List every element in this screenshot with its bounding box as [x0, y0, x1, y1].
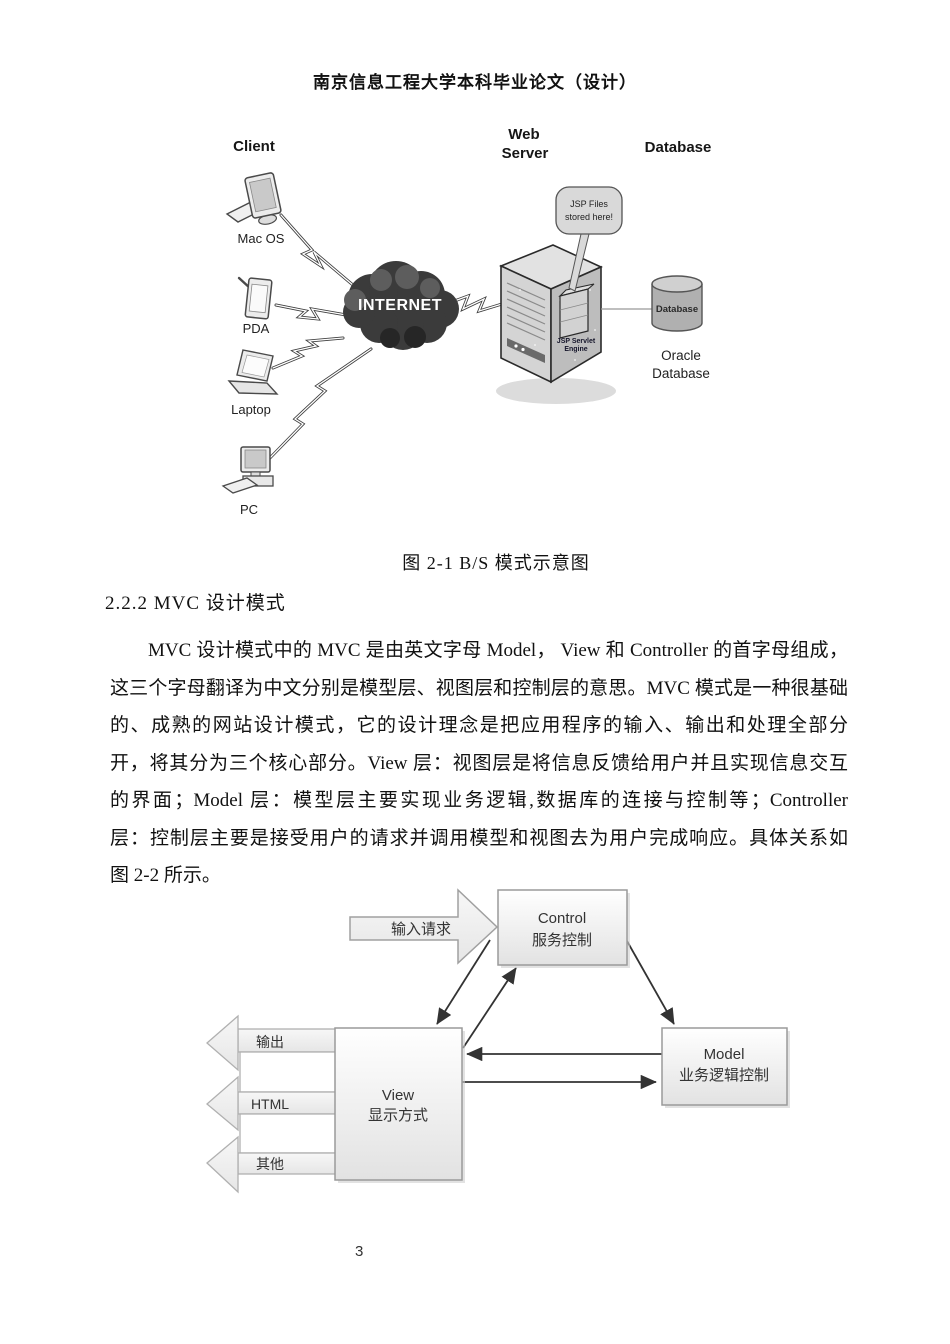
html-arrow-label: HTML — [251, 1096, 289, 1112]
page-header-title: 南京信息工程大学本科毕业论文（设计） — [313, 73, 637, 92]
figure-bs-caption: 图 2-1 B/S 模式示意图 — [402, 553, 590, 573]
section-heading: 2.2.2 MVC 设计模式 — [105, 593, 286, 614]
paragraph-line: MVC 设计模式中的 MVC 是由英文字母 Model， View 和 Cont… — [148, 640, 848, 661]
other-band — [237, 1152, 338, 1175]
view-box-title: View — [382, 1087, 414, 1104]
control-box-title: Control — [538, 910, 586, 927]
cylinder-label: Database — [656, 304, 698, 315]
output-band — [237, 1028, 338, 1053]
bolt-laptop-to-cloud — [271, 336, 345, 370]
jsp-engine-label-line1: JSP Servlet — [557, 338, 596, 345]
model-box-title: Model — [704, 1046, 745, 1063]
paragraph-line: 这三个字母翻译为中文分别是模型层、视图层和控制层的意思。MVC 模式是一种很基础 — [110, 678, 848, 699]
view-box-subtitle: 显示方式 — [368, 1107, 428, 1124]
model-box: Model 业务逻辑控制 — [661, 1027, 790, 1108]
server-vents — [506, 282, 546, 341]
bolt-pc-to-cloud — [265, 347, 373, 463]
arrow-control-to-model — [626, 940, 675, 1025]
server-front-panel — [507, 338, 545, 363]
page-number: 3 — [355, 1243, 364, 1260]
mac-label: Mac OS — [238, 231, 285, 246]
mac-desktop-icon — [225, 172, 282, 225]
webserver-column-title-line2: Server — [502, 145, 549, 162]
spacer-band — [239, 1051, 338, 1093]
output-arrowhead — [206, 1014, 239, 1072]
jsp-files-callout: JSP Files stored here! — [555, 186, 623, 292]
server-shadow — [496, 378, 616, 404]
callout-text-line2: stored here! — [565, 212, 613, 222]
internet-cloud: INTERNET — [343, 261, 459, 350]
paragraph-line: 的界面；Model 层：模型层主要实现业务逻辑,数据库的连接与控制等；Contr… — [110, 790, 848, 811]
bolt-pda-to-cloud — [274, 303, 354, 321]
paragraph-line: 图 2-2 所示。 — [110, 865, 221, 886]
arrow-view-to-control — [462, 967, 517, 1049]
other-arrow-label: 其他 — [256, 1156, 284, 1172]
database-column-title: Database — [645, 139, 712, 156]
mvc-relation-arrows — [436, 939, 675, 1090]
view-box: View 显示方式 — [334, 1027, 465, 1183]
internet-cloud-label: INTERNET — [358, 297, 442, 314]
laptop-label: Laptop — [231, 402, 271, 417]
database-cylinder: Database — [651, 275, 703, 332]
client-column-title: Client — [233, 138, 275, 155]
web-server-tower: JSP Servlet Engine — [498, 244, 603, 384]
control-box: Control 服务控制 — [497, 889, 630, 968]
paragraph-line: 层：控制层主要是接受用户的请求并调用模型和视图去为用户完成响应。具体关系如 — [110, 828, 848, 849]
paragraph-line: 的、成熟的网站设计模式，它的设计理念是把应用程序的输入、输出和处理全部分 — [110, 715, 848, 736]
mvc-figure: 输出 HTML 其他 View 显示方式 Control 服务控制 — [205, 888, 790, 1194]
output-arrow-heads — [205, 1014, 239, 1194]
input-request-label: 输入请求 — [391, 921, 451, 938]
pc-icon — [221, 446, 274, 494]
bolt-cloud-to-server — [447, 293, 504, 314]
pda-icon — [237, 276, 273, 320]
control-box-subtitle: 服务控制 — [532, 932, 592, 949]
oracle-label-line2: Database — [652, 366, 710, 381]
bs-model-figure: Client Web Server Database — [221, 126, 712, 517]
model-box-subtitle: 业务逻辑控制 — [679, 1067, 769, 1084]
laptop-icon — [227, 349, 279, 395]
jsp-engine-label-line2: Engine — [564, 346, 587, 353]
lightning-connectors — [265, 213, 504, 463]
arrow-control-to-view — [436, 939, 491, 1025]
input-request-arrow: 输入请求 — [349, 888, 499, 965]
output-arrow-label: 输出 — [256, 1034, 284, 1050]
webserver-column-title-line1: Web — [508, 126, 539, 143]
other-arrowhead — [206, 1135, 239, 1194]
html-arrowhead — [205, 1075, 239, 1132]
output-arrow-bands — [237, 1028, 338, 1175]
pda-label: PDA — [243, 321, 270, 336]
server-speckles — [519, 289, 596, 361]
jsp-engine-box — [558, 283, 595, 339]
oracle-label-line1: Oracle — [661, 348, 701, 363]
bolt-mac-to-cloud — [279, 213, 362, 293]
spacer-band — [239, 1113, 338, 1154]
callout-text-line1: JSP Files — [570, 199, 608, 209]
paragraph-line: 开，将其分为三个核心部分。View 层：视图层是将信息反馈给用户并且实现信息交互 — [110, 753, 848, 774]
pc-label: PC — [240, 502, 258, 517]
